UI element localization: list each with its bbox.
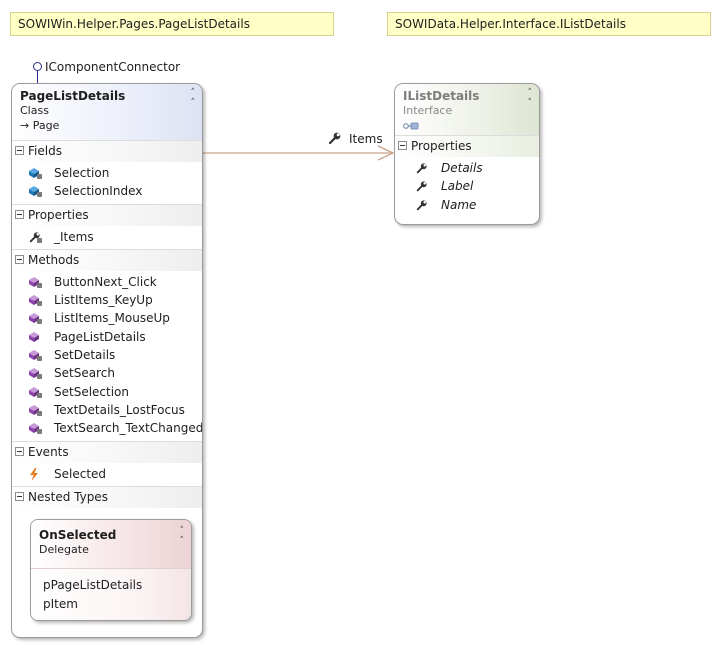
event-item[interactable]: Selected — [12, 465, 202, 483]
field-item[interactable]: Selection — [12, 164, 202, 182]
collapse-toggle-icon[interactable] — [398, 141, 407, 150]
delegate-onselected[interactable]: OnSelected Delegate ˄˄ pPageListDetails … — [30, 519, 192, 621]
section-label: Methods — [28, 252, 80, 267]
method-label: ButtonNext_Click — [54, 274, 157, 289]
association-wrench-icon — [328, 131, 342, 148]
class-pagelistdetails[interactable]: PageListDetails Class → Page ˄˄ Fields S… — [11, 83, 203, 638]
property-item[interactable]: Details — [395, 159, 539, 177]
field-icon — [28, 185, 44, 199]
wrench-icon — [28, 231, 44, 245]
namespace-note-left: SOWIWin.Helper.Pages.PageListDetails — [10, 12, 334, 36]
field-icon — [28, 167, 44, 181]
method-item[interactable]: SetDetails — [12, 346, 202, 364]
wrench-icon — [415, 199, 431, 213]
method-label: SetDetails — [54, 348, 116, 363]
collapse-chevron-icon[interactable]: ˄˄ — [179, 526, 185, 546]
method-label: ListItems_KeyUp — [54, 293, 153, 308]
collapse-toggle-icon[interactable] — [15, 446, 24, 456]
collapse-toggle-icon[interactable] — [15, 491, 24, 501]
method-item[interactable]: TextSearch_TextChanged — [12, 419, 202, 437]
method-label: ListItems_MouseUp — [54, 311, 170, 326]
class-kind: Class — [20, 104, 49, 117]
association-label: Items — [349, 132, 383, 146]
class-header: PageListDetails Class → Page ˄˄ — [12, 84, 202, 140]
delegate-param: pItem — [43, 597, 78, 611]
method-item[interactable]: ButtonNext_Click — [12, 273, 202, 291]
collapse-chevron-icon[interactable]: ˄˄ — [190, 88, 196, 108]
section-methods[interactable]: Methods — [12, 248, 202, 271]
class-title: PageListDetails — [20, 89, 126, 103]
interface-kind: Interface — [403, 104, 453, 117]
property-label: _Items — [54, 229, 94, 244]
wrench-icon — [415, 162, 431, 176]
wrench-icon — [415, 180, 431, 194]
interface-icon — [403, 119, 531, 133]
method-cube-icon — [28, 331, 44, 345]
field-item[interactable]: SelectionIndex — [12, 182, 202, 200]
section-fields[interactable]: Fields — [12, 140, 202, 162]
property-item[interactable]: Label — [395, 177, 539, 195]
method-label: PageListDetails — [54, 329, 146, 344]
method-item[interactable]: TextDetails_LostFocus — [12, 401, 202, 419]
delegate-param: pPageListDetails — [43, 578, 143, 592]
method-label: SetSelection — [54, 384, 130, 399]
section-label: Properties — [28, 207, 89, 222]
method-label: SetSearch — [54, 366, 115, 381]
section-label: Nested Types — [28, 489, 108, 504]
interface-lollipop-icon[interactable] — [33, 62, 42, 71]
field-label: Selection — [54, 166, 110, 180]
section-nested-types[interactable]: Nested Types — [12, 485, 202, 508]
interface-header: IListDetails Interface ˄˄ — [395, 84, 539, 135]
collapse-toggle-icon[interactable] — [15, 146, 24, 155]
event-label: Selected — [54, 466, 107, 481]
delegate-header: OnSelected Delegate ˄˄ — [31, 520, 191, 568]
collapse-toggle-icon[interactable] — [15, 254, 24, 264]
delegate-title: OnSelected — [39, 528, 117, 542]
method-cube-icon — [28, 422, 44, 436]
section-label: Properties — [411, 139, 472, 153]
collapse-toggle-icon[interactable] — [15, 209, 24, 219]
method-item[interactable]: PageListDetails — [12, 328, 202, 346]
class-base: → Page — [20, 119, 60, 132]
property-item[interactable]: _Items — [12, 228, 202, 246]
method-cube-icon — [28, 386, 44, 400]
method-item[interactable]: SetSearch — [12, 364, 202, 382]
method-item[interactable]: ListItems_KeyUp — [12, 291, 202, 309]
method-cube-icon — [28, 276, 44, 290]
property-item[interactable]: Name — [395, 196, 539, 214]
lightning-icon — [28, 467, 44, 482]
section-properties[interactable]: Properties — [12, 203, 202, 226]
method-cube-icon — [28, 404, 44, 418]
namespace-note-right: SOWIData.Helper.Interface.IListDetails — [387, 12, 711, 36]
section-properties[interactable]: Properties — [395, 135, 539, 157]
section-events[interactable]: Events — [12, 440, 202, 463]
collapse-chevron-icon[interactable]: ˄˄ — [527, 88, 533, 108]
property-label: Label — [441, 179, 474, 194]
field-label: SelectionIndex — [54, 184, 143, 199]
property-label: Name — [441, 197, 477, 212]
method-cube-icon — [28, 349, 44, 363]
lollipop-label: IComponentConnector — [45, 60, 181, 74]
method-cube-icon — [28, 367, 44, 381]
method-cube-icon — [28, 294, 44, 308]
property-label: Details — [441, 161, 483, 175]
method-label: TextSearch_TextChanged — [54, 421, 203, 436]
method-label: TextDetails_LostFocus — [54, 402, 185, 417]
method-cube-icon — [28, 312, 44, 326]
method-item[interactable]: ListItems_MouseUp — [12, 309, 202, 327]
lollipop-line — [37, 70, 38, 85]
delegate-kind: Delegate — [39, 543, 89, 556]
method-item[interactable]: SetSelection — [12, 383, 202, 401]
section-label: Events — [28, 444, 69, 459]
interface-ilistdetails[interactable]: IListDetails Interface ˄˄ Properties Det… — [394, 83, 540, 225]
section-label: Fields — [28, 144, 62, 158]
interface-title: IListDetails — [403, 89, 480, 103]
